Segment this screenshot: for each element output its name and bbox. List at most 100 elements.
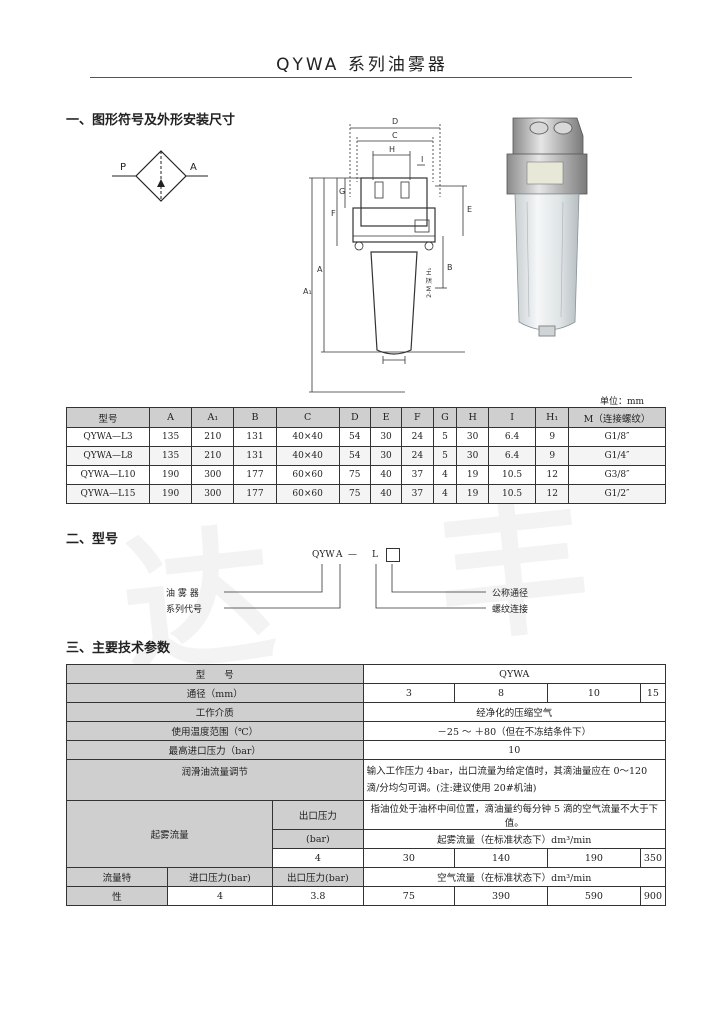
table-cell: 37 <box>401 465 434 485</box>
table-cell: E <box>369 407 403 428</box>
dim-label-thread: 2-M 深 H₁ <box>424 267 433 298</box>
table-cell: 131 <box>233 446 277 466</box>
table-cell: 出口压力(bar) <box>272 867 364 887</box>
model-label-lubricator: 油 雾 器 <box>166 589 199 599</box>
table-cell: 300 <box>191 465 235 485</box>
table-cell: 19 <box>456 465 489 485</box>
table-cell: 5 <box>432 446 458 466</box>
table-cell: 4 <box>166 886 274 906</box>
table-cell: 75 <box>362 886 456 906</box>
dim-label-e: E <box>467 205 472 214</box>
table-cell: 8 <box>454 683 548 703</box>
table-cell: G1/4″ <box>568 446 666 466</box>
table-cell: 60×60 <box>275 465 340 485</box>
table-cell: B <box>233 407 277 428</box>
table-cell: 177 <box>233 465 277 485</box>
table-cell: 起雾流量（在标准状态下）dm³/min <box>362 829 667 849</box>
dim-label-c: C <box>392 131 398 140</box>
table-cell: 390 <box>454 886 548 906</box>
dimension-drawing: D C H I G F E A A₁ B 2-M 深 H₁ <box>303 117 472 393</box>
table-cell: 起雾流量 <box>65 800 274 868</box>
table-cell: QYWA <box>362 664 667 684</box>
table-cell: 工作介质 <box>66 702 364 722</box>
table-row: 型 号 QYWA <box>66 664 667 684</box>
model-code-l: L <box>372 550 378 560</box>
table-cell: 5 <box>432 427 458 447</box>
table-row: 通径（mm） 3 8 10 15 <box>66 683 667 703</box>
table-cell: 19 <box>456 484 489 504</box>
product-photo <box>506 117 588 337</box>
dim-label-f: F <box>331 209 336 218</box>
table-cell: 40×40 <box>275 446 340 466</box>
table-header-row: 型号 A A₁ B C D E F G H I H₁ M（连接螺纹） <box>66 407 666 428</box>
table-cell: QYWA—L8 <box>66 446 150 466</box>
specs-table: 型 号 QYWA 通径（mm） 3 8 10 15 工作介质 经净化的压缩空气 … <box>65 664 667 906</box>
table-cell: 6.4 <box>487 446 537 466</box>
table-row: 流量特 进口压力(bar) 出口压力(bar) 空气流量（在标准状态下）dm³/… <box>66 867 667 887</box>
table-cell: 75 <box>338 484 371 504</box>
table-cell: 300 <box>191 484 235 504</box>
model-leader-lines <box>224 564 486 609</box>
table-cell: 3 <box>362 683 456 703</box>
table-cell: G <box>432 407 458 428</box>
lubricator-symbol: P A <box>112 150 208 202</box>
table-cell: 3.8 <box>272 886 364 906</box>
table-cell: 4 <box>432 465 458 485</box>
page-title: QYWA 系列油雾器 <box>276 55 448 75</box>
table-cell: 流量特 <box>66 867 168 887</box>
model-label-series: 系列代号 <box>166 605 203 615</box>
dim-label-g: G <box>339 187 345 196</box>
model-code-blank-box <box>386 548 400 562</box>
table-cell: 9 <box>535 427 569 447</box>
symbol-port-p: P <box>120 162 126 173</box>
table-cell: 输入工作压力 4bar，出口流量为给定值时，其滴油量应在 0～120 滴/分均匀… <box>362 759 667 801</box>
table-cell: A <box>148 407 193 428</box>
table-row: 4 30 140 190 350 <box>67 848 667 868</box>
table-cell: 10.5 <box>487 484 537 504</box>
dim-label-a1: A₁ <box>303 287 312 296</box>
dimensions-table: 型号 A A₁ B C D E F G H I H₁ M（连接螺纹） QYWA—… <box>66 407 666 504</box>
section-title-specs: 三、主要技术参数 <box>66 641 171 656</box>
table-cell: 135 <box>148 446 193 466</box>
table-cell: 4 <box>432 484 458 504</box>
table-cell: 190 <box>148 484 193 504</box>
table-cell: M（连接螺纹） <box>568 407 666 428</box>
table-cell: －25 ～ ＋80（但在不冻结条件下） <box>362 721 667 741</box>
table-cell: I <box>487 407 537 428</box>
table-cell: 590 <box>546 886 641 906</box>
table-row: 工作介质 经净化的压缩空气 <box>66 702 667 722</box>
table-cell: 40 <box>369 484 403 504</box>
table-cell: 4 <box>272 848 364 868</box>
table-cell: 出口压力 <box>272 800 364 830</box>
table-cell: 210 <box>191 427 235 447</box>
table-cell: 经净化的压缩空气 <box>362 702 667 722</box>
table-cell: 性 <box>66 886 168 906</box>
table-cell: 10 <box>546 683 641 703</box>
table-cell: 75 <box>338 465 371 485</box>
dim-label-i: I <box>421 155 423 164</box>
symbol-port-a: A <box>190 162 197 173</box>
table-row: 起雾流量 出口压力 指油位处于油杯中间位置，滴油量约每分钟 5 滴的空气流量不大… <box>65 800 667 868</box>
table-cell: 190 <box>148 465 193 485</box>
table-cell: 24 <box>401 427 434 447</box>
dim-label-a: A <box>317 265 323 274</box>
table-cell: H <box>456 407 489 428</box>
table-cell: 350 <box>639 848 667 868</box>
table-row: 性 4 3.8 75 390 590 900 <box>66 886 667 906</box>
table-cell: 最高进口压力（bar） <box>66 740 364 760</box>
table-cell: 60×60 <box>275 484 340 504</box>
table-cell: A₁ <box>191 407 235 428</box>
table-cell: 177 <box>233 484 277 504</box>
table-cell: F <box>401 407 434 428</box>
table-cell: 190 <box>546 848 641 868</box>
model-code-dash: — <box>348 550 357 560</box>
dim-label-d: D <box>392 117 398 126</box>
table-cell: 30 <box>369 427 403 447</box>
table-cell: 15 <box>639 683 667 703</box>
table-cell: 空气流量（在标准状态下）dm³/min <box>362 867 667 887</box>
table-cell: 使用温度范围（℃） <box>66 721 364 741</box>
table-cell: 40×40 <box>275 427 340 447</box>
table-cell: 12 <box>535 465 569 485</box>
